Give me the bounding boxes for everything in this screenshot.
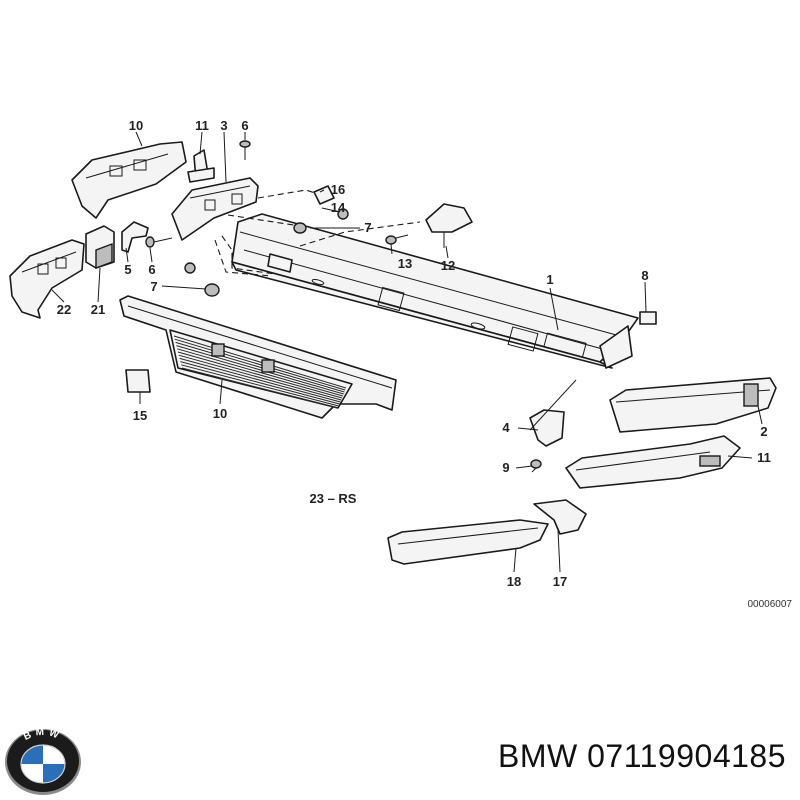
- callout-4: 4: [502, 420, 510, 435]
- part-3-bracket: [171, 177, 259, 241]
- part-10-grille: [119, 295, 397, 419]
- grille-slat: [177, 351, 343, 399]
- callout-20: 18: [507, 574, 521, 589]
- leader-lines: [51, 131, 763, 573]
- callout-9: 9: [502, 460, 509, 475]
- grille-slat: [180, 361, 340, 405]
- grille-slat: [174, 338, 346, 391]
- part-16-clip: [337, 208, 349, 220]
- part-number: 07119904185: [587, 738, 786, 774]
- part-21-cover: [85, 225, 115, 270]
- callout-7-bottom: 7: [150, 279, 157, 294]
- callout-6-top: 6: [241, 118, 248, 133]
- callout-16: 14: [331, 200, 346, 215]
- callouts: 10 11 3 6 16 14 7 5 6 7 22 21 13 12 1 8 …: [57, 118, 793, 610]
- part-14-towing-bracket: [425, 203, 473, 248]
- callout-11: 11: [757, 450, 771, 465]
- callout-2: 2: [760, 424, 767, 439]
- callout-14: 12: [441, 258, 455, 273]
- part-15-bolt: [385, 234, 409, 245]
- part-10-mount-tabs: [211, 343, 275, 373]
- bmw-logo: BMW: [5, 727, 81, 795]
- callout-17: 15: [133, 408, 147, 423]
- callout-19: 17: [553, 574, 567, 589]
- part-2-moulding: [609, 377, 777, 433]
- callout-8: 8: [641, 268, 648, 283]
- grille-slat: [176, 345, 344, 395]
- part-6-screw-left: [145, 236, 173, 248]
- part-caption: BMW 07119904185: [498, 738, 786, 775]
- part-5-trim-cap: [121, 221, 149, 253]
- grille-slat: [181, 367, 339, 409]
- part-11-lower-moulding: [565, 435, 741, 489]
- callout-6-left: 6: [148, 262, 155, 277]
- callout-15: 13: [398, 256, 412, 271]
- callout-22: 22: [57, 302, 71, 317]
- part-22-end-cap: [9, 239, 85, 319]
- callout-21: 21: [91, 302, 105, 317]
- callout-7-mid: 7: [364, 220, 371, 235]
- grille-slat: [177, 348, 343, 397]
- callout-10: 10: [213, 406, 227, 421]
- part-18-clip: [313, 185, 335, 205]
- assembly-lines: [214, 189, 421, 277]
- part-17-bracket: [125, 369, 151, 393]
- part-13-clip: [187, 149, 215, 183]
- part-7-nut-bottom: [184, 262, 220, 297]
- callout-1: 1: [546, 272, 553, 287]
- part-19-corner-bracket: [533, 499, 587, 535]
- part-12-side-trim: [71, 141, 187, 219]
- part-20-lower-strip: [387, 519, 549, 565]
- grille-slat: [181, 364, 339, 407]
- callout-12: 10: [129, 118, 143, 133]
- part-7-nut-mid: [293, 222, 307, 234]
- grille-slat: [175, 341, 345, 393]
- callout-13: 11: [195, 118, 209, 133]
- part-9-bolt: [530, 459, 542, 473]
- part-8-clip: [639, 311, 657, 325]
- note-23-rs: 23 – RS: [310, 491, 357, 506]
- callout-3: 3: [220, 118, 227, 133]
- callout-18: 16: [331, 182, 345, 197]
- grille-slat: [173, 335, 347, 389]
- catalog-code: 00006007: [748, 599, 793, 610]
- grille-slat: [179, 357, 341, 403]
- part-6-screw-top: [239, 140, 251, 160]
- part-1-bumper-carrier: [231, 213, 639, 369]
- part-4-side-bracket: [529, 409, 565, 447]
- brand-name: BMW: [498, 738, 578, 774]
- grille-slats: [173, 335, 347, 409]
- grille-slat: [178, 354, 342, 401]
- callout-5: 5: [124, 262, 131, 277]
